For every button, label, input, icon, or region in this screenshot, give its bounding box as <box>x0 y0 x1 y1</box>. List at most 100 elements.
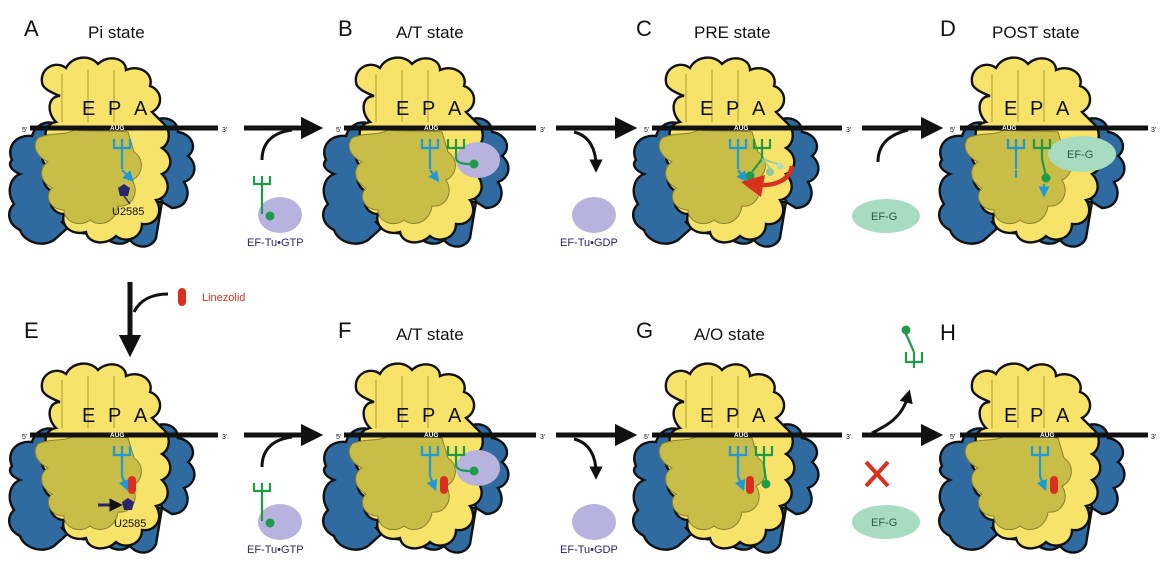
incoming-trna-icon <box>252 176 272 214</box>
panel-letter: F <box>338 318 351 343</box>
ef-tu-gtp-label: EF-Tu•GTP <box>247 237 304 249</box>
u2585-label: U2585 <box>112 206 144 218</box>
ef-g-icon <box>852 199 920 233</box>
p-site-label: P <box>422 98 435 120</box>
panel-f: F A/T state 5' 3' AUG E P A <box>322 318 545 554</box>
state-title: A/O state <box>694 325 765 344</box>
ef-tu-gdp-label: EF-Tu•GDP <box>560 237 618 249</box>
panel-a: A Pi state 5' 3' AUG E P A U2585 <box>7 16 227 248</box>
transition-e-to-f: EF-Tu•GTP <box>244 423 324 556</box>
aug-codon: AUG <box>424 125 438 132</box>
mrna-three-prime: 3' <box>222 127 227 134</box>
a-site-label: A <box>752 98 766 120</box>
panel-letter: G <box>636 318 653 343</box>
transition-c-to-d: EF-G <box>852 116 944 233</box>
state-title: PRE state <box>694 23 771 42</box>
panel-letter: A <box>24 16 39 41</box>
state-title: POST state <box>992 23 1080 42</box>
mrna-five-prime: 5' <box>950 434 955 441</box>
mrna-three-prime: 3' <box>222 434 227 441</box>
p-site-label: P <box>1030 405 1043 427</box>
ribosome <box>938 362 1126 554</box>
panel-d: D POST state 5' 3' AUG E P A EF-G <box>938 16 1156 248</box>
panel-letter: D <box>940 16 956 41</box>
ef-g-label: EF-G <box>871 517 897 529</box>
mrna-five-prime: 5' <box>22 127 27 134</box>
mrna-five-prime: 5' <box>644 434 649 441</box>
e-site-label: E <box>82 405 95 427</box>
linezolid-bound-icon <box>440 476 448 494</box>
released-trna-icon <box>901 325 911 335</box>
state-title: A/T state <box>396 325 464 344</box>
blocked-cross-icon <box>864 460 890 488</box>
p-site-label: P <box>422 405 435 427</box>
linezolid-icon <box>178 288 186 306</box>
mrna-five-prime: 5' <box>336 434 341 441</box>
aug-codon: AUG <box>110 125 124 132</box>
panel-h: H 5' 3' AUG E P A <box>938 320 1156 554</box>
a-site-label: A <box>134 98 148 120</box>
transition-a-to-b: EF-Tu•GTP <box>244 116 324 249</box>
a-site-label: A <box>1056 405 1070 427</box>
ribosome <box>632 362 820 554</box>
mrna-three-prime: 3' <box>540 434 545 441</box>
panel-b: B A/T state 5' 3' AUG E P A <box>322 16 545 248</box>
ef-tu-gdp-icon <box>572 504 616 540</box>
aug-codon: AUG <box>1002 125 1016 132</box>
ef-g-icon <box>852 505 920 539</box>
p-site-label: P <box>108 405 121 427</box>
transition-a-to-e: Linezolid <box>118 282 245 358</box>
e-site-label: E <box>1004 405 1017 427</box>
panel-letter: H <box>940 320 956 345</box>
mrna-three-prime: 3' <box>846 127 851 134</box>
p-site-label: P <box>1030 98 1043 120</box>
e-site-label: E <box>82 98 95 120</box>
e-site-label: E <box>700 405 713 427</box>
a-site-label: A <box>1056 98 1070 120</box>
mrna-three-prime: 3' <box>1151 434 1156 441</box>
aug-codon: AUG <box>734 432 748 439</box>
ef-tu-bound-icon <box>456 450 500 486</box>
mrna-five-prime: 5' <box>336 127 341 134</box>
mrna-three-prime: 3' <box>1151 127 1156 134</box>
ef-g-bound-icon <box>1048 136 1116 172</box>
linezolid-label: Linezolid <box>202 292 245 304</box>
transition-b-to-c: EF-Tu•GDP <box>556 116 638 249</box>
rotation-arrow-icon <box>740 165 795 198</box>
p-site-label: P <box>726 405 739 427</box>
transition-g-to-h: EF-G <box>852 325 944 539</box>
panel-letter: C <box>636 16 652 41</box>
ribosome <box>7 56 196 248</box>
u2585-nucleotide-icon <box>118 184 130 196</box>
panel-c: C PRE state 5' 3' AUG E P A <box>632 16 851 248</box>
u2585-label: U2585 <box>114 518 146 530</box>
mrna-five-prime: 5' <box>22 434 27 441</box>
ribosome <box>7 362 196 554</box>
panel-letter: B <box>338 16 353 41</box>
ef-g-label: EF-G <box>871 211 897 223</box>
ef-tu-gtp-icon <box>258 197 302 233</box>
e-site-label: E <box>396 405 409 427</box>
aug-codon: AUG <box>110 432 124 439</box>
a-site-label: A <box>448 98 462 120</box>
mrna-five-prime: 5' <box>644 127 649 134</box>
ef-tu-bound-icon <box>456 142 500 178</box>
mrna-three-prime: 3' <box>846 434 851 441</box>
e-site-label: E <box>396 98 409 120</box>
panel-g: G A/O state 5' 3' AUG E P A <box>632 318 851 554</box>
ef-tu-gdp-label: EF-Tu•GDP <box>560 544 618 556</box>
aug-codon: AUG <box>734 125 748 132</box>
panel-e: E 5' 3' AUG E P A U2585 <box>7 318 227 554</box>
panel-letter: E <box>24 318 39 343</box>
incoming-trna-icon <box>252 483 272 521</box>
ribosome <box>632 56 820 248</box>
e-site-label: E <box>1004 98 1017 120</box>
linezolid-bound-icon <box>746 476 754 494</box>
state-title: A/T state <box>396 23 464 42</box>
aug-codon: AUG <box>424 432 438 439</box>
ef-tu-gtp-label: EF-Tu•GTP <box>247 544 304 556</box>
p-site-label: P <box>108 98 121 120</box>
a-site-label: A <box>134 405 148 427</box>
a-site-label: A <box>752 405 766 427</box>
